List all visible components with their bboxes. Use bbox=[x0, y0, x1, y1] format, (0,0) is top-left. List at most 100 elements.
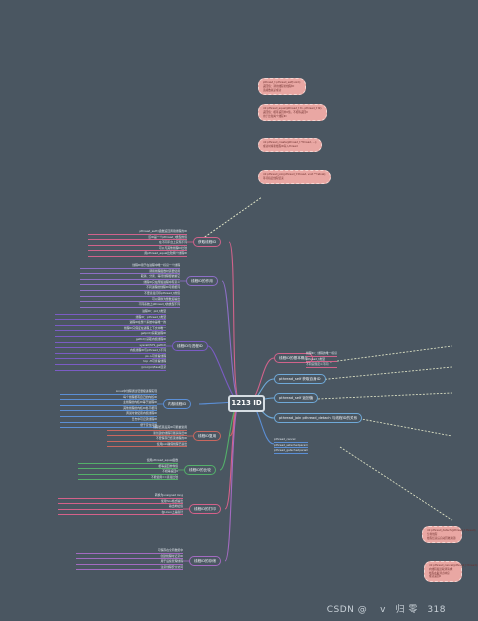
callout-cloud-bottom-1: int pthread_detach(pthread_t thread);分离线… bbox=[422, 526, 477, 544]
leaf-item[interactable]: 不同系统上pthread_t的类型不同 bbox=[80, 302, 180, 308]
callout-cloud-top-4: int pthread_join(pthread_t thread, void … bbox=[258, 170, 332, 184]
leaf-item[interactable]: syscall(SYS_gettid) bbox=[55, 343, 166, 349]
leaf-item[interactable]: 进程ID：pid_t类型 bbox=[55, 309, 166, 315]
leaf-item[interactable]: 不要保存已结束线程的ID bbox=[107, 436, 187, 442]
leaf-item[interactable]: 用于后续管理线程 bbox=[76, 559, 183, 565]
callout-cloud-top-2: int pthread_equal(pthread_t t1, pthread_… bbox=[258, 104, 328, 122]
leaf-item[interactable]: 日志中可记录线程ID bbox=[60, 417, 157, 423]
branch-topic-left-7[interactable]: 线程ID的打印 bbox=[189, 504, 221, 514]
branch-topic-right-4[interactable]: pthread_join pthread_detach 与线程ID的关系 bbox=[274, 413, 363, 423]
leaf-item[interactable]: /proc/pid/task目录 bbox=[55, 365, 166, 371]
callout-line: int pthread_detach(pthread_t thread); bbox=[427, 529, 477, 532]
leaf-item[interactable]: pthread_t类型 bbox=[306, 357, 337, 363]
callout-cloud-top-3: int pthread_create(pthread_t *thread, ..… bbox=[258, 138, 322, 152]
branch-topic-left-1[interactable]: 获取线程ID bbox=[193, 237, 222, 247]
leaf-item[interactable]: pthread_cancel bbox=[274, 437, 309, 443]
central-topic[interactable]: 1213 ID bbox=[228, 395, 265, 412]
leaf-item[interactable]: pthread_getschedparam bbox=[274, 448, 309, 454]
leaf-item[interactable]: 线程ID只在所属进程中有意义 bbox=[80, 280, 180, 286]
callout-line: int pthread_join(pthread_t thread, void … bbox=[263, 173, 327, 176]
leaf-item[interactable]: 使用join确保线程已退出 bbox=[107, 442, 187, 448]
leaf-item[interactable]: 每个线程都有自己的内核ID bbox=[60, 395, 157, 401]
leaf-item[interactable]: 输出地址值 bbox=[58, 504, 183, 510]
callout-line: 成功返回0 bbox=[429, 575, 442, 579]
leaf-item[interactable]: 可以与其他线程ID比较 bbox=[88, 246, 187, 252]
leaf-item[interactable]: 不同进程的线程ID可能相同 bbox=[80, 285, 180, 291]
leaf-item[interactable]: 线程结束后其ID可能被复用 bbox=[107, 425, 187, 431]
leaf-item[interactable]: 取消、分离、等待线程都依赖它 bbox=[80, 274, 180, 280]
leaf-item[interactable]: 不同实现定义不同 bbox=[306, 362, 337, 368]
callout-line: 返回值：调用线程的线程ID bbox=[263, 84, 295, 88]
branch-topic-left-6[interactable]: 线程ID的比较 bbox=[184, 465, 216, 475]
leaf-item[interactable]: 进程ID在整个系统中是唯一的 bbox=[55, 320, 166, 326]
callout-line: int pthread_cancel(pthread_t thread); bbox=[429, 564, 478, 567]
callout-line: 向线程发送取消请求 bbox=[429, 567, 453, 571]
leaf-item[interactable]: 可以转换为整数后输出 bbox=[80, 297, 180, 303]
branch-topic-left-5[interactable]: 线程ID复用 bbox=[193, 431, 222, 441]
branch-topic-right-2[interactable]: pthread_self 获取自身ID bbox=[274, 374, 326, 384]
leaf-item[interactable]: 线程ID用于在进程中唯一标识一个线程 bbox=[80, 263, 180, 269]
leaf-item[interactable]: 在Linux上是指针 bbox=[58, 510, 183, 516]
branch-topic-right-3[interactable]: pthread_self 返回值 bbox=[274, 393, 319, 403]
leaf-item[interactable]: 线程ID：线程的唯一标识 bbox=[306, 351, 337, 357]
leaf-group-left-2: 线程ID用于在进程中唯一标识一个线程调用线程函数时需要使用取消、分离、等待线程都… bbox=[80, 263, 180, 308]
leaf-item[interactable]: 不能使用==直接比较 bbox=[78, 475, 178, 481]
leaf-item[interactable]: 在不同平台上实现不同 bbox=[88, 240, 187, 246]
leaf-item[interactable]: 创建线程时记录ID bbox=[76, 554, 183, 560]
leaf-item[interactable]: 线程ID只保证在进程上下文中唯一 bbox=[55, 326, 166, 332]
leaf-item[interactable]: 该ID是一个pthread_t类型的值 bbox=[88, 235, 187, 241]
callout-line: 等待指定线程结束 bbox=[263, 176, 284, 180]
callout-cloud-top-1: pthread_t pthread_self(void);返回值：调用线程的线程… bbox=[258, 78, 306, 96]
leaf-item[interactable]: getpid()获取进程ID bbox=[55, 331, 166, 337]
callout-line: pthread_t pthread_self(void); bbox=[263, 81, 301, 84]
leaf-item[interactable]: 可保存在全局数组中 bbox=[76, 548, 183, 554]
leaf-item[interactable]: pthread_self()函数返回调用线程的ID bbox=[88, 229, 187, 235]
leaf-item[interactable]: pthread_setschedparam bbox=[274, 442, 309, 449]
callout-line: 用于比较两个线程ID bbox=[263, 114, 287, 118]
leaf-item[interactable]: ps -L可查看线程 bbox=[55, 354, 166, 360]
branch-topic-left-4[interactable]: 内核线程ID bbox=[163, 399, 192, 409]
leaf-item[interactable]: 内核线程ID与pthread_t不同 bbox=[55, 348, 166, 354]
callout-line: 线程在取消点响应 bbox=[429, 571, 450, 575]
leaf-item[interactable]: 使用%lu格式输出 bbox=[58, 499, 183, 505]
leaf-item[interactable]: 不要直接打印pthread_t的值 bbox=[80, 291, 180, 297]
leaf-item[interactable]: 转换为unsigned long bbox=[58, 493, 183, 499]
branch-topic-right-1[interactable]: 线程ID的基本概念 bbox=[274, 353, 313, 363]
leaf-item[interactable]: 注意线程安全访问 bbox=[76, 565, 183, 571]
leaf-item[interactable]: gettid()获取内核线程ID bbox=[55, 337, 166, 343]
leaf-item[interactable]: 主线程的内核ID等于进程ID bbox=[60, 400, 157, 406]
branch-topic-left-8[interactable]: 线程ID的存储 bbox=[189, 556, 221, 566]
leaf-item[interactable]: Linux中线程通过轻量级进程实现 bbox=[60, 389, 157, 395]
leaf-item[interactable]: 其他线程的内核ID各不相同 bbox=[60, 406, 157, 412]
callout-line: 分离线程 bbox=[427, 532, 438, 536]
dashed-leader bbox=[355, 417, 453, 437]
leaf-item[interactable]: 线程ID：pthread_t类型 bbox=[55, 315, 166, 321]
branch-topic-left-3[interactable]: 线程ID与进程ID bbox=[172, 341, 208, 351]
leaf-item[interactable]: top -H可查看线程 bbox=[55, 359, 166, 365]
dashed-leader bbox=[317, 366, 453, 381]
callout-cloud-bottom-2: int pthread_cancel(pthread_t thread);向线程… bbox=[424, 561, 478, 583]
leaf-item[interactable]: 相等返回非零值 bbox=[78, 464, 178, 470]
leaf-item[interactable]: 用pthread_equal比较两个线程ID bbox=[88, 251, 187, 257]
leaf-item[interactable]: 不相等返回0 bbox=[78, 469, 178, 475]
leaf-item[interactable]: 新创建的线程可能获得旧ID bbox=[107, 431, 187, 437]
watermark: CSDN @ v 归 零 318 bbox=[326, 605, 446, 615]
callout-line: 线程结束后自动回收资源 bbox=[427, 536, 456, 540]
dashed-leader bbox=[339, 446, 453, 521]
callout-line: 返回值：相等返回非0值，不相等返回0 bbox=[263, 110, 308, 114]
leaf-item[interactable]: 调用线程函数时需要使用 bbox=[80, 269, 180, 275]
dashed-leader-top bbox=[198, 196, 263, 242]
leaf-item[interactable]: 便于定位问题 bbox=[60, 423, 157, 429]
callout-line: int pthread_create(pthread_t *thread, ..… bbox=[263, 141, 317, 144]
callout-line: 成功时将新线程ID存入thread bbox=[263, 144, 298, 148]
branch-connector bbox=[228, 241, 241, 403]
leaf-item[interactable]: 调试时常使用内核线程ID bbox=[60, 411, 157, 417]
branch-topic-left-2[interactable]: 线程ID的作用 bbox=[186, 276, 218, 286]
leaf-item[interactable]: 使用pthread_equal函数 bbox=[78, 458, 178, 464]
